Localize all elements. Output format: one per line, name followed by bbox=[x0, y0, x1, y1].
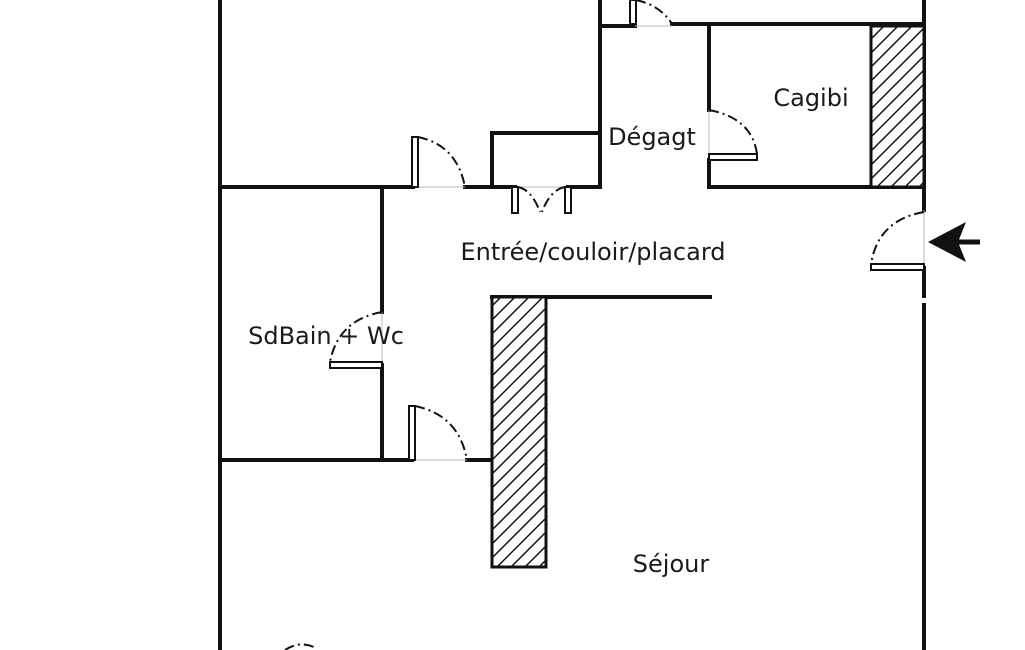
door-top bbox=[629, 0, 673, 27]
door-bottom-left-partial bbox=[284, 643, 317, 650]
door-sejour bbox=[408, 405, 468, 461]
hatched-column-sejour bbox=[490, 295, 548, 569]
door-closet-double bbox=[511, 186, 572, 214]
door-upper-room bbox=[411, 136, 466, 188]
room-label-degagement: Dégagt bbox=[608, 123, 696, 151]
room-label-entree: Entrée/couloir/placard bbox=[461, 238, 726, 266]
door-bathroom bbox=[329, 311, 383, 369]
room-label-salle-de-bain: SdBain + Wc bbox=[248, 322, 404, 350]
door-entry bbox=[870, 210, 925, 271]
room-label-cagibi: Cagibi bbox=[773, 84, 848, 112]
hatched-column-cagibi bbox=[869, 24, 926, 189]
door-cagibi bbox=[708, 109, 758, 161]
wall-closet bbox=[490, 131, 600, 189]
room-label-sejour: Séjour bbox=[633, 550, 710, 578]
interior-walls bbox=[218, 0, 926, 462]
entry-arrow-icon bbox=[928, 222, 980, 262]
